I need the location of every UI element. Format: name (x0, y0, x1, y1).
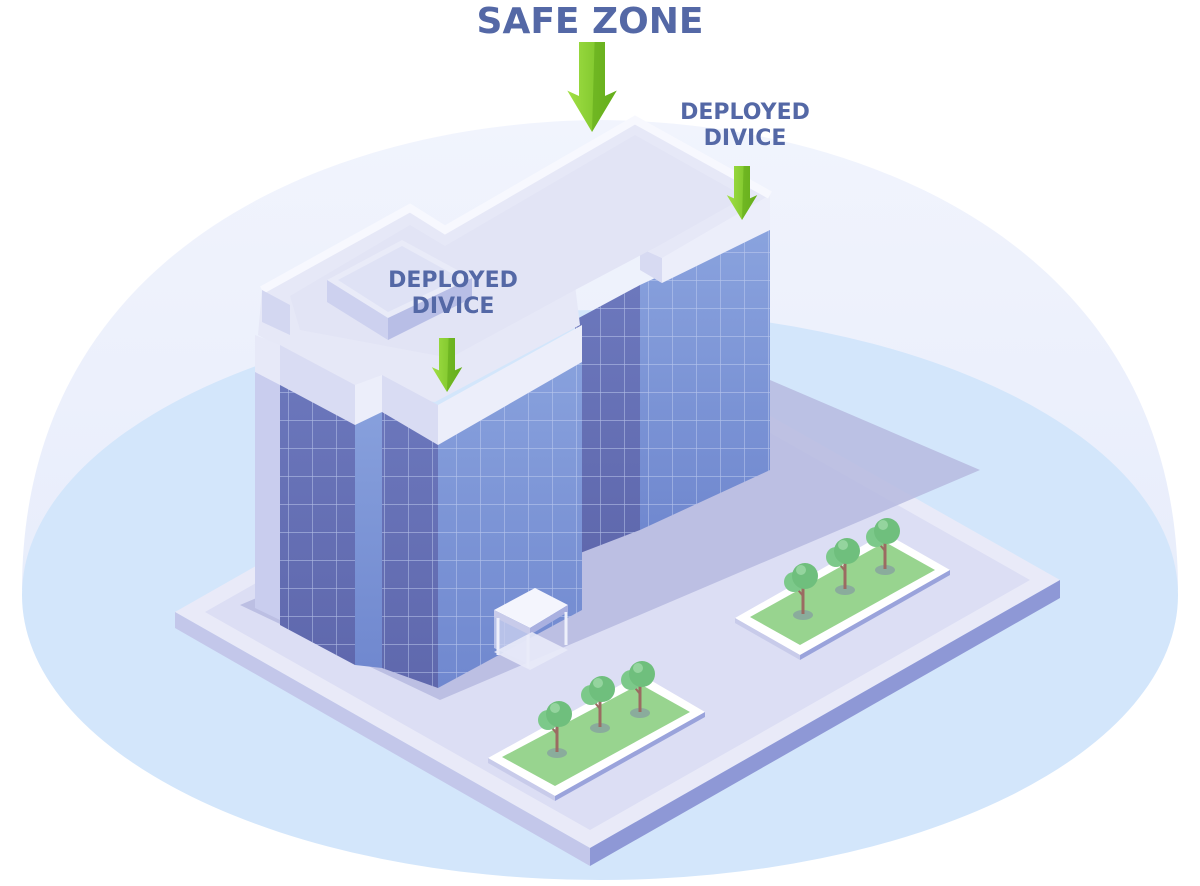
deployed-device-label-left: DEPLOYED DIVICE (388, 268, 518, 320)
tree-icon (538, 701, 572, 758)
safe-zone-title: SAFE ZONE (476, 1, 704, 42)
trees (538, 518, 900, 758)
tree-icon (784, 563, 818, 620)
arrows (431, 42, 758, 392)
device-arrow-left (431, 338, 463, 392)
safe-zone-arrow (567, 42, 617, 132)
tree-icon (581, 676, 615, 733)
tree-icon (866, 518, 900, 575)
tree-icon (826, 538, 860, 595)
office-building (255, 115, 772, 688)
device-arrow-right (726, 166, 758, 220)
deployed-device-label-right: DEPLOYED DIVICE (680, 100, 810, 152)
tree-icon (621, 661, 655, 718)
down-arrow-icon (567, 42, 617, 132)
plaza (175, 345, 1060, 866)
rooftop-unit (327, 240, 472, 340)
entrance-canopy (494, 588, 568, 670)
planter-front (488, 674, 705, 801)
